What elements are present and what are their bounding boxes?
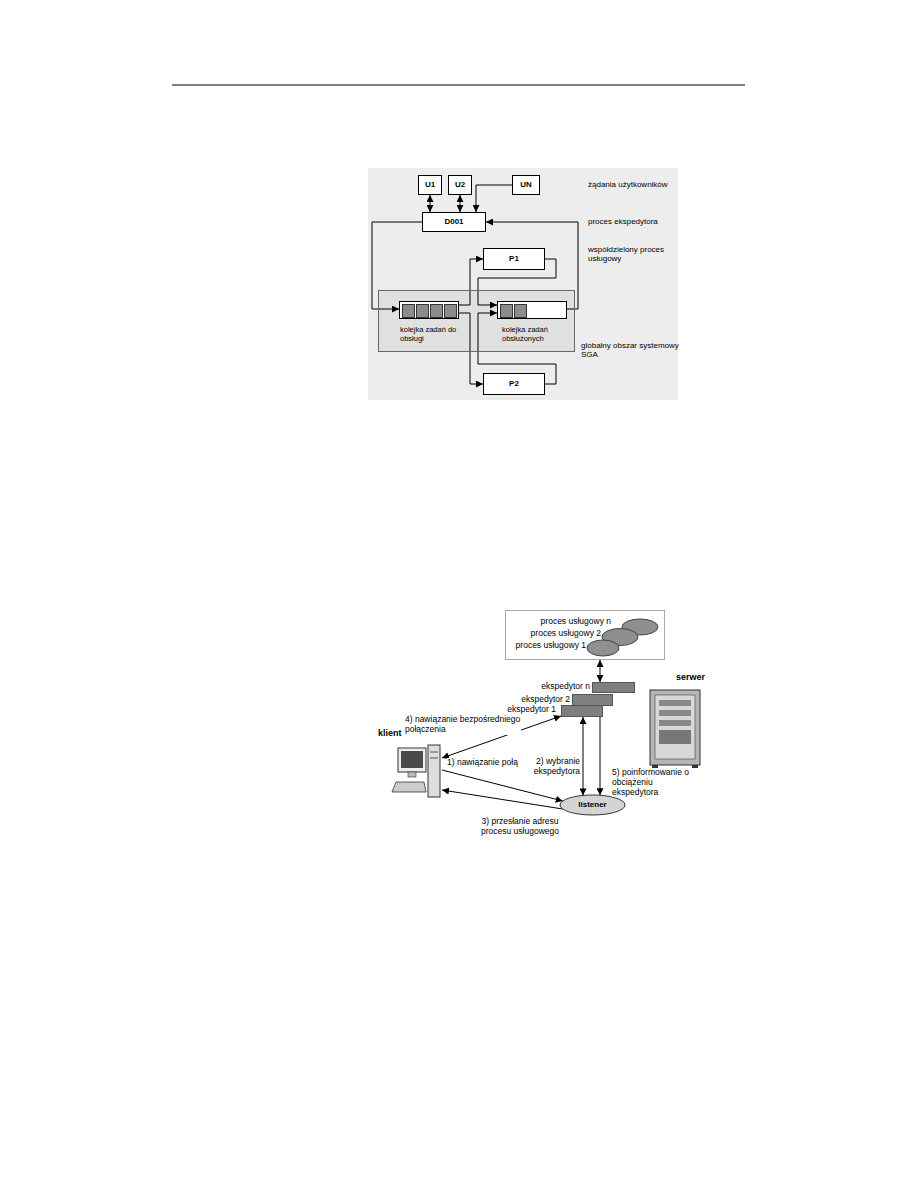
queue-cell: [514, 304, 527, 318]
listener-ellipse: listener: [560, 795, 625, 815]
door: [655, 695, 695, 759]
side-label: żądania użytkowników: [588, 180, 688, 189]
monitor: [398, 748, 426, 772]
queue-cell: [402, 304, 415, 318]
unit: [659, 700, 691, 706]
side-label: proces ekspedytora: [588, 217, 688, 226]
queue-box: kolejka zadań do obsługi: [399, 301, 459, 319]
user-box: U1: [418, 175, 442, 195]
process-ellipse: [587, 640, 619, 656]
connector: [476, 185, 512, 212]
node-text: proces usługowy 2: [506, 629, 601, 639]
stand: [408, 772, 416, 777]
edge-label: 2) wybranie ekspedytora: [518, 757, 580, 777]
connector: [442, 790, 563, 809]
node-text: proces usługowy n: [506, 617, 611, 627]
queue-cell: [500, 304, 513, 318]
queue-cell: [430, 304, 443, 318]
dispatcher-bar: ekspedytor 1: [561, 705, 603, 717]
connector: [459, 313, 483, 384]
node-text: UN: [520, 180, 532, 189]
connector: [430, 195, 431, 212]
user-box: U2: [448, 175, 472, 195]
process-box: P2: [483, 373, 545, 395]
edge-label: 4) nawiązanie bezpośredniego połączenia: [405, 715, 521, 735]
figure-ground: [368, 168, 678, 400]
screen: [401, 751, 423, 768]
drive: [430, 758, 438, 759]
sga-ground: [378, 290, 575, 352]
ellipse-shape: [560, 795, 625, 815]
node-text: P2: [509, 379, 519, 388]
cabinet: [650, 690, 700, 765]
keyboard: [392, 782, 426, 792]
queue-box: kolejka zadań obsłużonych: [497, 301, 567, 319]
node-text: P1: [509, 254, 519, 263]
server-icon: [650, 690, 700, 768]
header-rule: [172, 84, 745, 85]
node-text: U1: [425, 180, 435, 189]
connector: [460, 195, 461, 212]
side-label: serwer: [676, 672, 726, 682]
side-label: współdzielony proces usługowy: [588, 245, 666, 263]
node-text: kolejka zadań obsłużonych: [502, 326, 564, 343]
queue-cell: [444, 304, 457, 318]
queue-cell: [416, 304, 429, 318]
dispatcher-box: D001: [422, 212, 486, 232]
tower: [428, 745, 440, 797]
connector: [459, 259, 483, 305]
sga-region: globalny obszar systemowy SGAkolejka zad…: [378, 290, 575, 352]
connector: [600, 660, 601, 682]
client-node: klient: [378, 728, 442, 808]
user-box: UN: [512, 175, 540, 195]
unit: [659, 720, 691, 726]
node-text: kolejka zadań do obsługi: [400, 326, 462, 343]
node-text: globalny obszar systemowy SGA: [581, 341, 681, 359]
computer-icon: [392, 745, 440, 797]
node-text: ekspedytor n: [511, 682, 590, 692]
process-box: P1: [483, 248, 545, 270]
drive: [430, 752, 438, 753]
node-text: proces usługowy 1: [506, 641, 586, 651]
edge-label: 5) poinformowanie o obciążeniu ekspedyto…: [612, 768, 694, 797]
node-text: U2: [455, 180, 465, 189]
node-text: ekspedytor 1: [476, 705, 556, 715]
unit: [659, 730, 691, 744]
unit: [659, 710, 691, 716]
connector: [600, 717, 601, 795]
node-text: ekspedytor 2: [491, 695, 570, 705]
node-text: D001: [444, 217, 463, 226]
process-group: proces usługowy n proces usługowy 2 proces…: [505, 610, 665, 660]
edge-label: 3) przesłanie adresu procesu usługowego: [468, 817, 572, 837]
dispatcher-bar: ekspedytor n: [592, 682, 635, 693]
node-text: listener: [578, 800, 606, 809]
connector: [583, 717, 584, 795]
connector: [372, 222, 422, 309]
